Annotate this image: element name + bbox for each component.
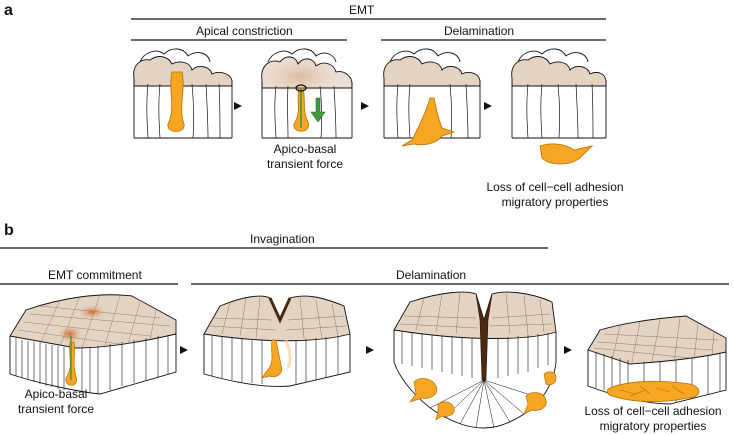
force-arrow xyxy=(310,97,326,123)
emt-header: EMT xyxy=(349,3,375,17)
delamination-label-a: Delamination xyxy=(444,24,515,38)
tissue-3 xyxy=(383,48,481,147)
tissue-4 xyxy=(511,48,607,165)
invagination-header: Invagination xyxy=(250,232,315,246)
block-2 xyxy=(203,295,351,387)
arrow-2 xyxy=(361,102,369,110)
tissue-2 xyxy=(261,48,353,139)
emt-commitment-label: EMT commitment xyxy=(48,268,142,282)
delamination-label-b: Delamination xyxy=(396,268,467,282)
apical-constriction-label: Apical constriction xyxy=(196,24,293,38)
arrow-3 xyxy=(484,102,492,110)
panel-a-letter: a xyxy=(4,2,13,19)
arrow-4 xyxy=(180,346,188,354)
block-1 xyxy=(9,293,177,395)
block-3 xyxy=(393,291,557,429)
tissue-1 xyxy=(133,48,233,139)
block-4 xyxy=(587,315,727,405)
panel-b-letter: b xyxy=(4,222,14,239)
arrow-5 xyxy=(366,346,374,354)
arrow-1 xyxy=(234,102,242,110)
arrow-6 xyxy=(564,346,572,354)
